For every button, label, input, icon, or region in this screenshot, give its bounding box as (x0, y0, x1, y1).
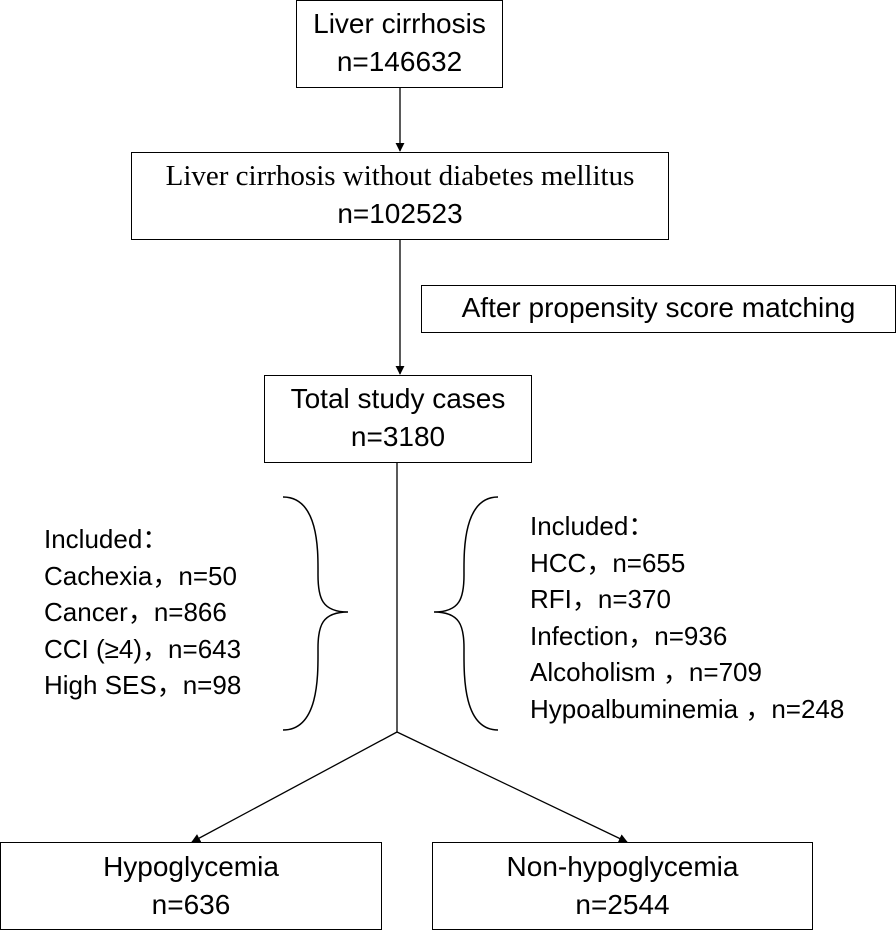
right-brace (433, 496, 499, 731)
left-covariate-item: CCI (≥4)，n=643 (44, 633, 242, 664)
without-dm-title: Liver cirrhosis without diabetes mellitu… (165, 160, 635, 192)
liver-cirrhosis-box: Liver cirrhosis n=146632 (296, 0, 503, 88)
left-included-heading: Included： (44, 524, 169, 554)
propensity-matching-note: After propensity score matching (421, 285, 896, 333)
left-covariate-item: Cancer，n=866 (44, 597, 227, 627)
left-brace (282, 496, 349, 731)
left-covariate-item: Cachexia，n=50 (44, 560, 237, 591)
right-covariate-item: RFI，n=370 (530, 584, 671, 614)
arrow-split-to-hypoglycemia (191, 731, 398, 843)
non-hypoglycemia-count: n=2544 (575, 889, 670, 920)
right-covariate-item: Hypoalbuminemia ，n=248 (530, 693, 845, 724)
hypoglycemia-count: n=636 (151, 889, 231, 920)
without-dm-count: n=102523 (337, 198, 463, 229)
non-hypoglycemia-box: Non-hypoglycemia n=2544 (432, 842, 813, 930)
total-study-cases-count: n=3180 (350, 421, 446, 452)
without-dm-box: Liver cirrhosis without diabetes mellitu… (131, 152, 669, 240)
right-covariate-item: HCC，n=655 (530, 547, 686, 578)
right-covariate-list: Included： HCC，n=655 RFI，n=370 Infection，… (530, 508, 844, 727)
liver-cirrhosis-title: Liver cirrhosis (313, 8, 486, 39)
hypoglycemia-title: Hypoglycemia (103, 851, 279, 882)
liver-cirrhosis-count: n=146632 (336, 46, 463, 77)
total-study-cases-box: Total study cases n=3180 (264, 375, 532, 463)
left-covariate-list: Included： Cachexia，n=50 Cancer，n=866 CCI… (44, 521, 241, 704)
left-covariate-item: High SES，n=98 (44, 670, 242, 700)
right-covariate-item: Alcoholism ，n=709 (530, 657, 762, 687)
right-covariate-item: Infection，n=936 (530, 620, 728, 651)
propensity-matching-label: After propensity score matching (461, 292, 856, 323)
total-study-cases-title: Total study cases (290, 383, 506, 414)
right-included-heading: Included： (530, 511, 655, 541)
arrow-split-to-non-hypoglycemia (396, 731, 628, 843)
non-hypoglycemia-title: Non-hypoglycemia (506, 851, 739, 882)
hypoglycemia-box: Hypoglycemia n=636 (0, 842, 382, 930)
